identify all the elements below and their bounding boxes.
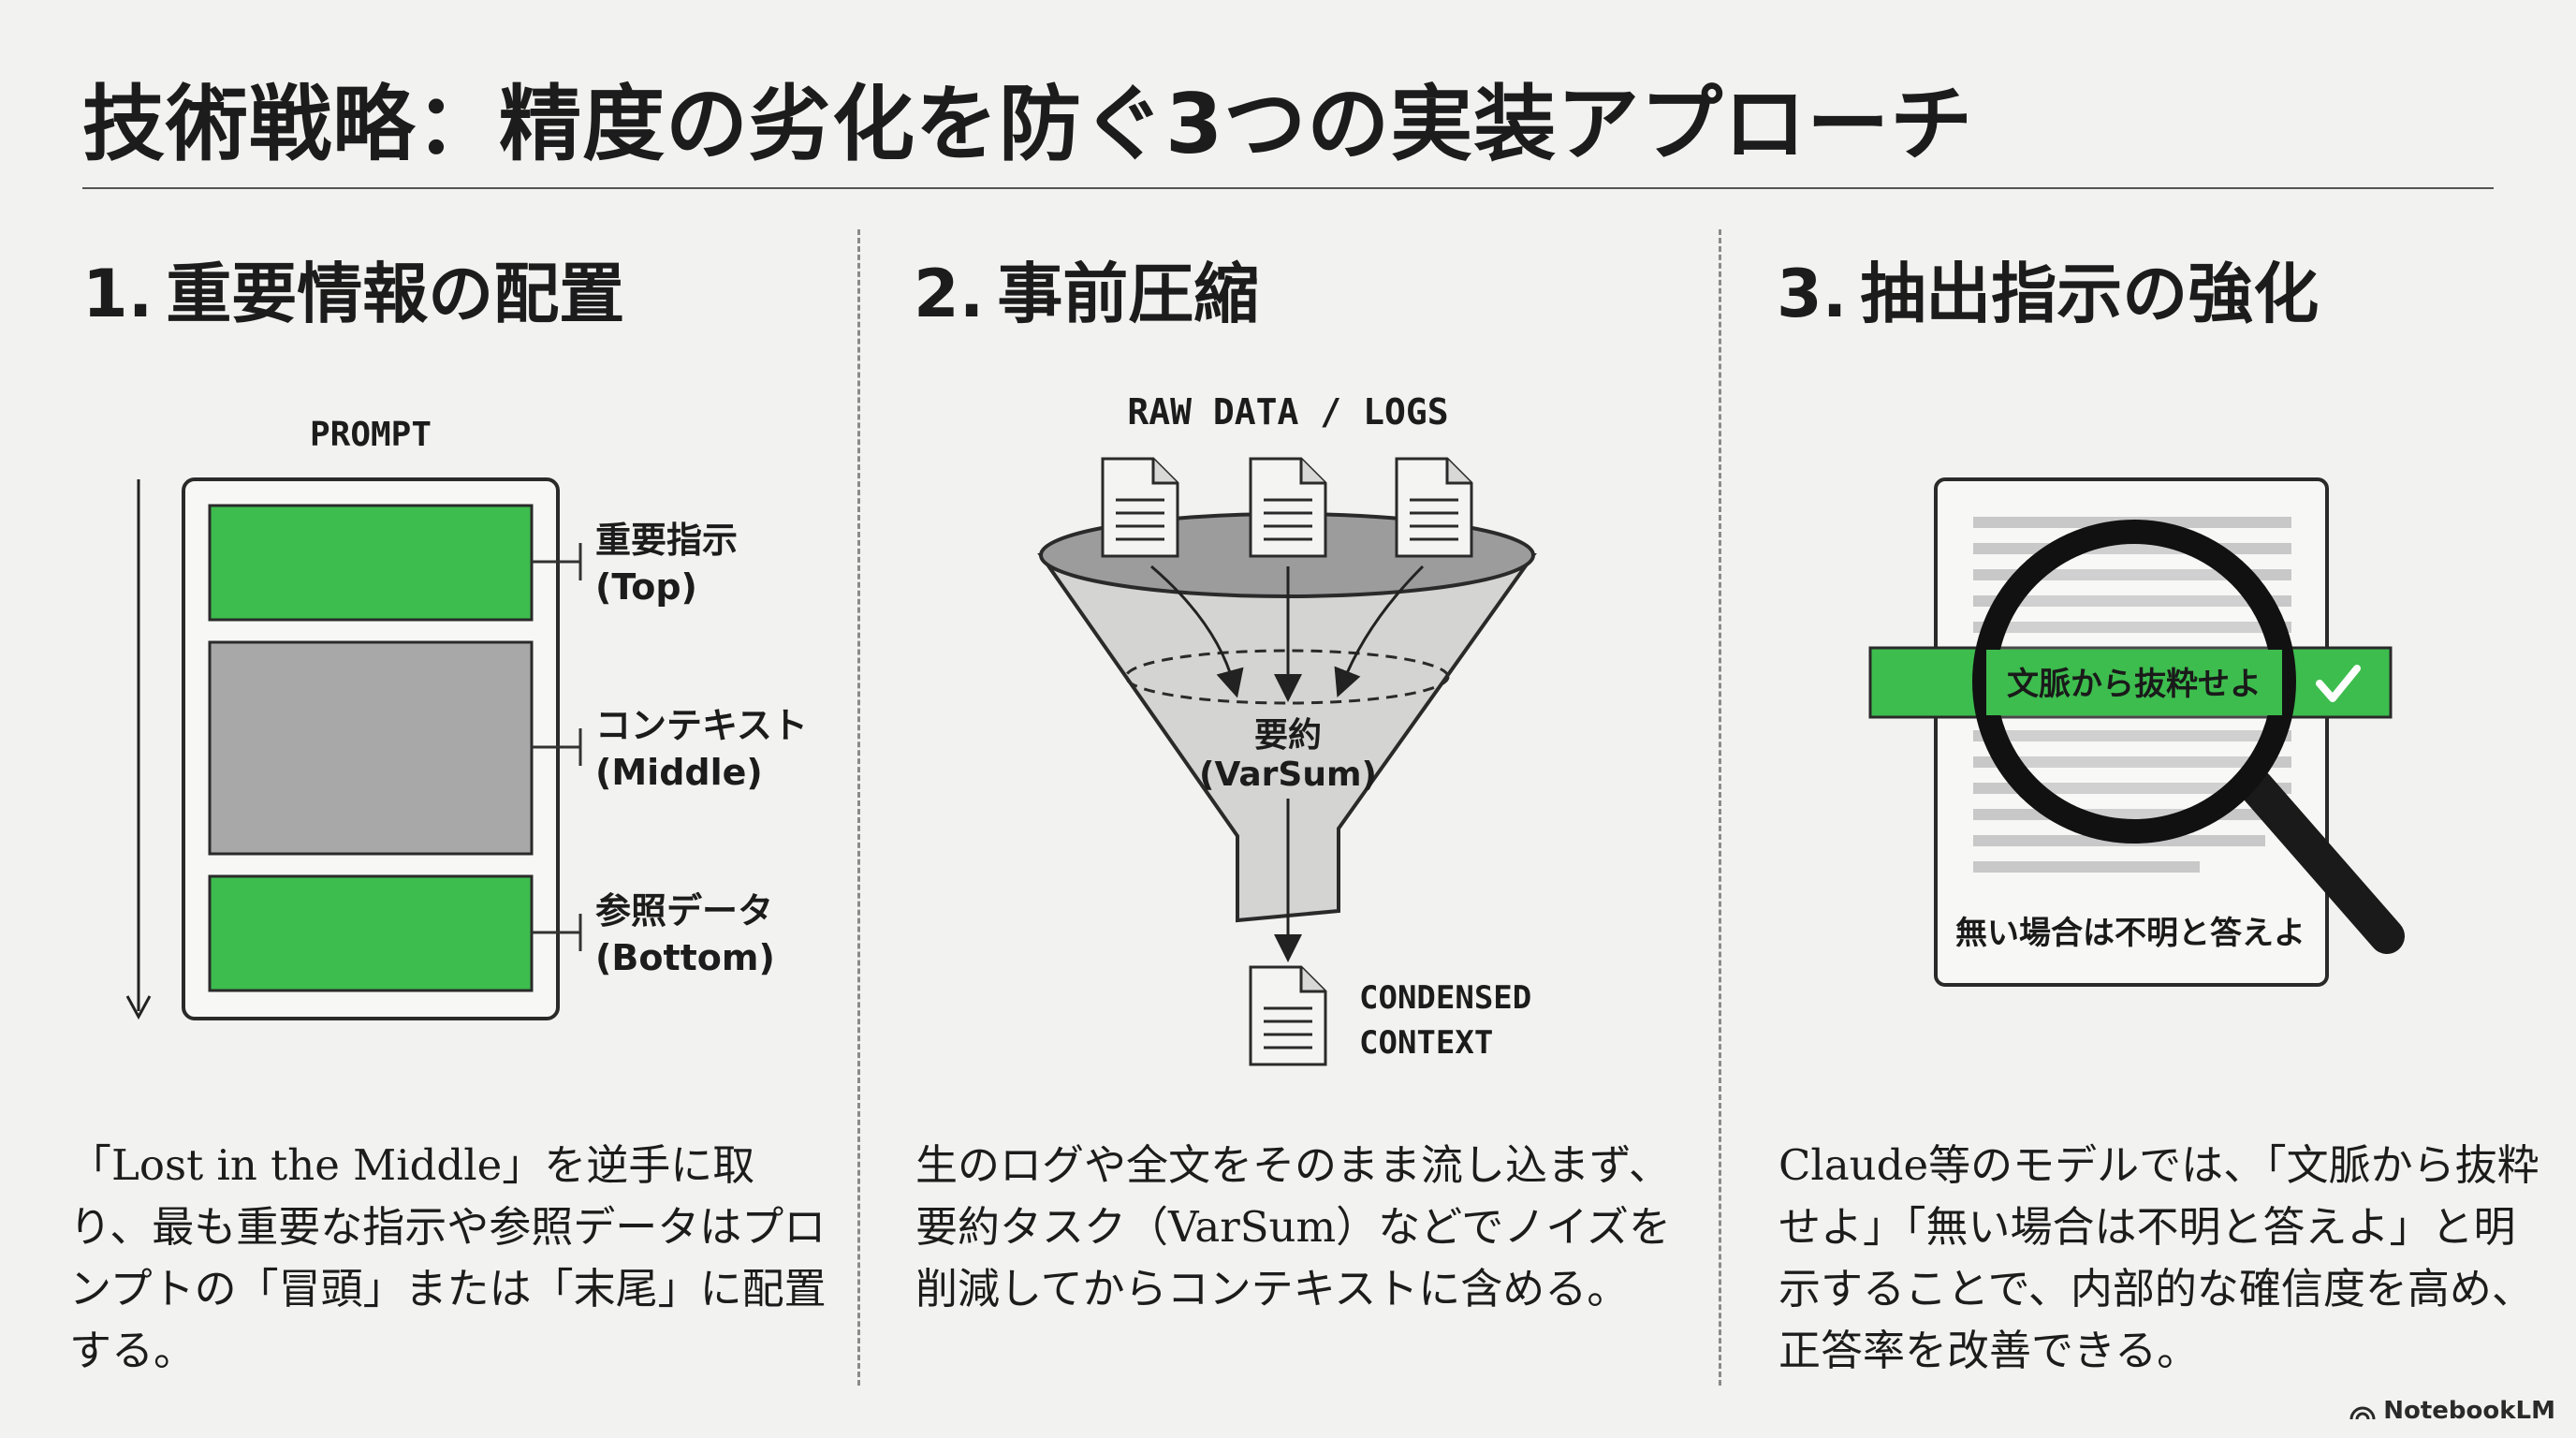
compression-funnel-diagram: RAW DATA / LOGS 要約 (VarSum) CONDENSED CO…: [1037, 391, 1537, 1066]
middle-block-label: コンテキスト: [595, 705, 808, 746]
footer-brand: NotebookLM: [2349, 1397, 2555, 1425]
condensed-doc-icon: [1249, 965, 1327, 1066]
section-3-number: 3.: [1777, 256, 1848, 332]
middle-block-sub: (Middle): [595, 752, 763, 793]
funnel-label: 要約: [1254, 716, 1322, 755]
main-title: 技術戦略：精度の劣化を防ぐ3つの実装アプローチ: [82, 76, 1974, 172]
magnifier-handle: [2238, 769, 2405, 954]
section-1-title: 重要情報の配置: [166, 256, 625, 332]
top-block-label: 重要指示: [595, 520, 738, 561]
raw-doc-icon-3: [1395, 457, 1473, 558]
section-3-heading: 3.抽出指示の強化: [1777, 242, 2319, 336]
section-3-text: Claude等のモデルでは、「文脈から抜粋せよ」「無い場合は不明と答えよ」と明示…: [1778, 1140, 2539, 1375]
section-3-title: 抽出指示の強化: [1860, 256, 2320, 332]
raw-doc-icon-2: [1249, 457, 1327, 558]
top-block: [208, 504, 534, 622]
extraction-magnifier-diagram: 文脈から抜粋せよ 無い場合は不明と答えよ: [1868, 477, 2405, 987]
section-2-title: 事前圧縮: [997, 256, 1260, 332]
bottom-block-sub: (Bottom): [595, 937, 775, 978]
column-divider-1: [857, 229, 860, 1386]
condensed-label-2: CONTEXT: [1359, 1024, 1493, 1062]
prompt-label: PROMPT: [310, 416, 432, 454]
bottom-block: [208, 874, 534, 992]
section-1-heading: 1.重要情報の配置: [82, 242, 624, 336]
notebooklm-logo-icon: [2349, 1406, 2376, 1420]
section-1-number: 1.: [82, 256, 154, 332]
flow-down-arrow: [125, 479, 152, 1020]
bottom-block-label: 参照データ: [595, 890, 773, 932]
condensed-label-1: CONDENSED: [1359, 979, 1531, 1017]
raw-data-label: RAW DATA / LOGS: [1127, 391, 1448, 433]
section-2-heading: 2.事前圧縮: [914, 242, 1259, 336]
top-block-sub: (Top): [595, 566, 697, 608]
column-divider-2: [1719, 229, 1721, 1386]
checkmark-icon: [2316, 665, 2361, 702]
middle-block: [208, 640, 534, 856]
title-divider: [82, 187, 2494, 189]
highlight-text: 文脈から抜粋せよ: [2007, 666, 2261, 703]
prompt-layout-diagram: PROMPT 重要指示 (Top) コンテキスト (Middle) 参照データ …: [125, 416, 808, 1020]
footer-brand-name: NotebookLM: [2383, 1397, 2555, 1425]
funnel-sub: (VarSum): [1199, 756, 1377, 794]
section-1-text: 「Lost in the Middle」を逆手に取り、最も重要な指示や参照データ…: [69, 1140, 827, 1375]
section-2-number: 2.: [914, 256, 985, 332]
section-2-text: 生のログや全文をそのまま流し込まず、要約タスク（VarSum）などでノイズを削減…: [915, 1140, 1671, 1313]
bottom-instruction-text: 無い場合は不明と答えよ: [1955, 915, 2305, 952]
raw-doc-icon-1: [1101, 457, 1179, 558]
